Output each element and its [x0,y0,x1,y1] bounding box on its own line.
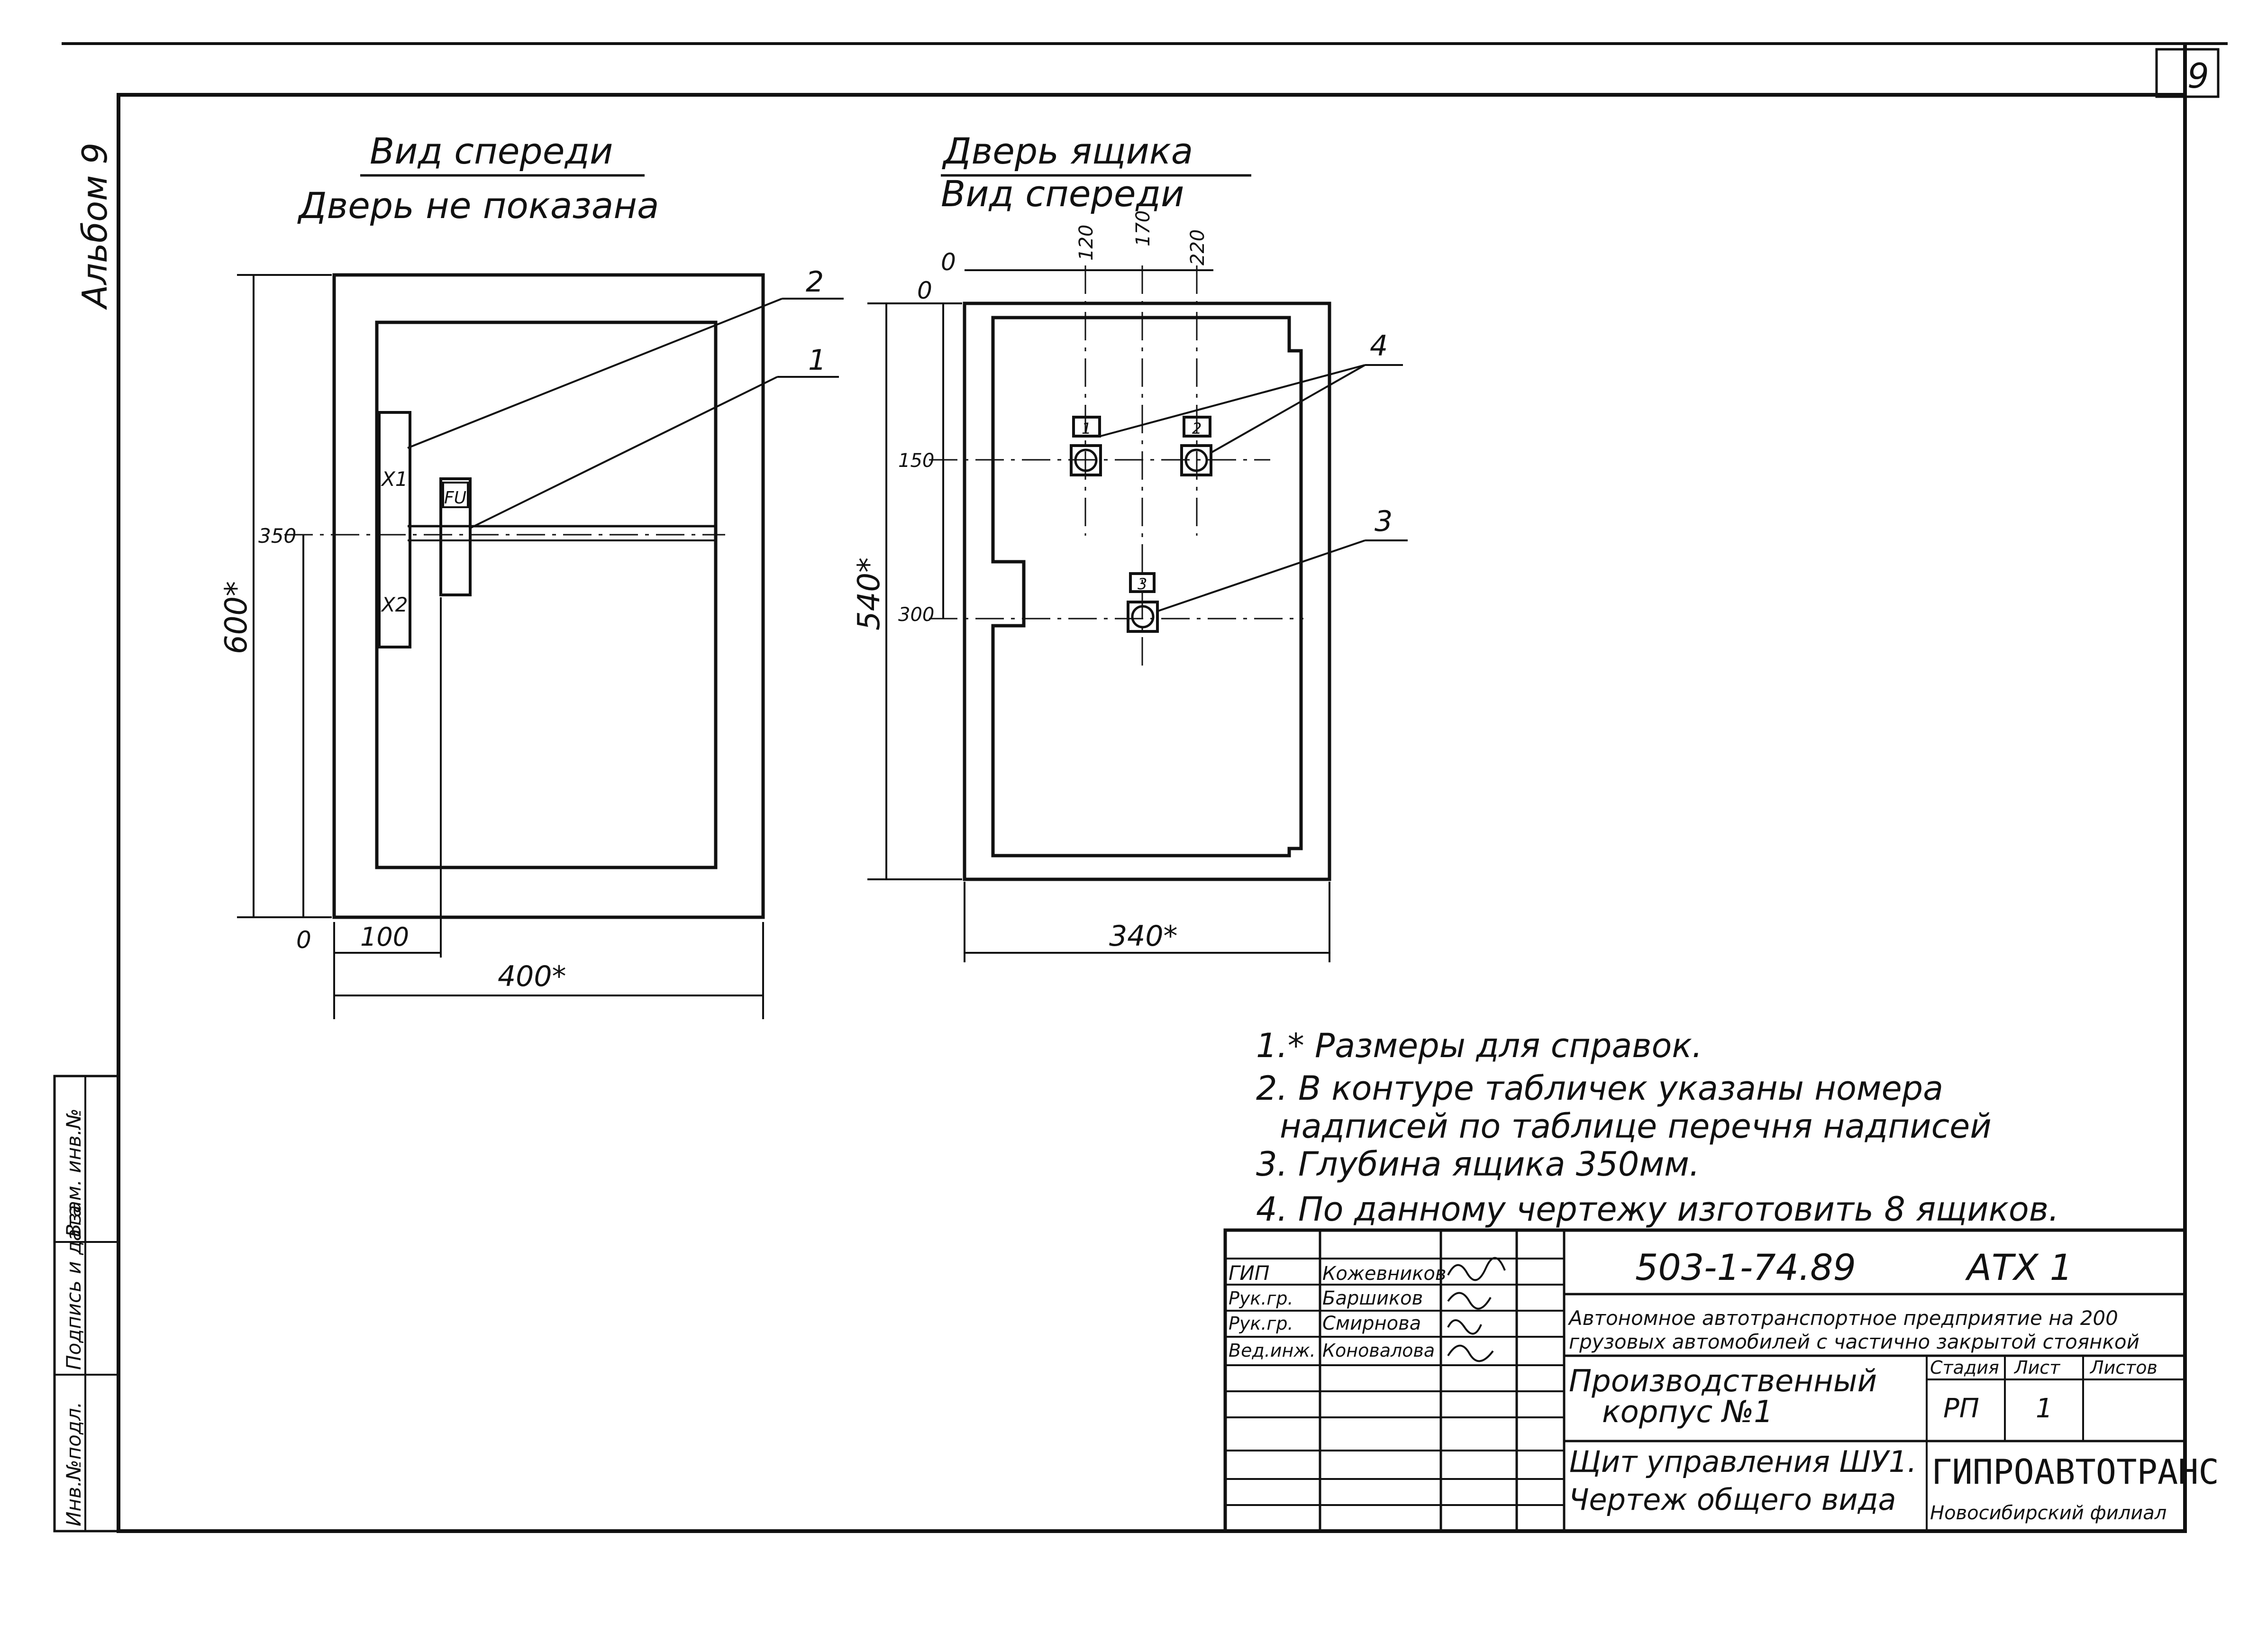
side-label-replace: Взам. инв.№ [62,1108,85,1237]
stage-value: РП [1943,1393,1979,1424]
sheet-value: 1 [2036,1393,2053,1424]
signature-1 [1447,1257,1506,1281]
page-number: 9 [2187,56,2209,96]
plate-3-label: 3 [1138,575,1147,593]
note-2: 2. В контуре табличек указаны номера [1256,1069,1943,1108]
project-line-2: грузовых автомобилей с частично закрытой… [1569,1330,2140,1353]
signature-3 [1447,1319,1482,1335]
door-view-subtitle: Вид спереди [941,173,1184,215]
drawing-line-2: Чертеж общего вида [1569,1482,1896,1517]
callout-4: 4 [1370,329,1388,363]
org-name: ГИПРОАВТОТРАНС [1931,1452,2219,1492]
front-dim-offset: 100 [360,922,409,952]
building-line-1: Производственный [1569,1364,1877,1399]
door-dim-300: 300 [898,604,934,626]
terminal-x2-label: X2 [381,593,408,616]
door-view: Дверь ящика Вид спереди 1 2 3 0 120 170 … [852,130,1408,962]
drawing-line-1: Щит управления ШУ1. [1569,1444,1917,1479]
front-view-title: Вид спереди [370,130,613,172]
terminal-block [378,411,411,648]
col-stage: Стадия [1930,1357,1999,1378]
side-label-inv: Инв.№подл. [62,1402,85,1526]
org-branch: Новосибирский филиал [1930,1502,2167,1524]
cabinet-outline [332,273,765,919]
side-label-signature: Подпись и дата [62,1205,85,1370]
door-dim-120: 120 [1075,225,1097,261]
role-gip: ГИП [1229,1261,1269,1285]
front-dim-350: 350 [258,524,296,548]
building-line-2: корпус №1 [1602,1395,1773,1430]
door-outline [963,301,1331,881]
front-dim-height: 600* [219,581,254,654]
name-4: Коновалова [1322,1340,1435,1361]
terminal-x1-label: X1 [381,467,408,491]
door-dim-220: 220 [1187,229,1209,265]
door-dim-zero-y: 0 [917,277,932,304]
name-2: Баршиков [1322,1287,1423,1309]
fuse-holder [439,477,472,596]
title-block: ГИП Рук.гр. Рук.гр. Вед.инж. Кожевников … [1223,1228,2219,1533]
callout-2: 2 [806,265,824,299]
mounting-panel [375,320,718,869]
note-4: 4. По данному чертежу изготовить 8 ящико… [1256,1190,2059,1229]
col-sheets: Листов [2089,1357,2158,1378]
callout-1: 1 [808,344,826,377]
lamp-1 [1070,444,1102,476]
note-1: 1.* Размеры для справок. [1256,1026,1703,1065]
name-1: Кожевников [1322,1263,1446,1285]
role-rukgr-1: Рук.гр. [1229,1288,1293,1309]
door-dim-150: 150 [898,450,934,472]
door-inner-contour [991,316,1303,858]
door-view-title: Дверь ящика [942,130,1193,172]
plate-1-label: 1 [1082,420,1091,438]
door-dim-zero-x: 0 [941,248,956,276]
signature-2 [1447,1292,1492,1310]
doc-code: 503-1-74.89 [1635,1246,1856,1288]
album-label: Альбом 9 [75,143,115,310]
callout-3: 3 [1375,505,1393,538]
doc-mark: АТХ 1 [1965,1246,2073,1288]
front-dim-zero: 0 [296,926,311,954]
plate-2 [1183,416,1211,438]
note-3: 3. Глубина ящика 350мм. [1256,1145,1700,1184]
signature-4 [1447,1344,1494,1362]
notes: 1.* Размеры для справок. 2. В контуре та… [1256,1026,2059,1229]
plate-3 [1129,572,1156,593]
door-dim-170: 170 [1132,210,1154,246]
button-3 [1127,601,1159,633]
col-sheet: Лист [2013,1357,2061,1378]
fuse-label: FU [444,488,466,508]
side-approval-strip [53,1075,120,1533]
front-view: Вид спереди Дверь не показана X1 X2 FU 6… [219,130,844,1019]
name-3: Смирнова [1322,1313,1421,1334]
role-rukgr-2: Рук.гр. [1229,1313,1293,1334]
project-line-1: Автономное автотранспортное предприятие … [1567,1306,2118,1330]
door-dim-width: 340* [1109,920,1178,953]
front-dim-width: 400* [498,960,566,993]
note-2-cont: надписей по таблице перечня надписей [1280,1107,1992,1146]
lamp-2 [1180,444,1212,476]
role-vedinzh: Вед.инж. [1229,1340,1316,1361]
door-dim-height: 540* [852,557,887,630]
plate-1 [1072,416,1101,438]
front-view-subtitle: Дверь не показана [297,184,659,227]
plate-2-label: 2 [1192,420,1202,438]
